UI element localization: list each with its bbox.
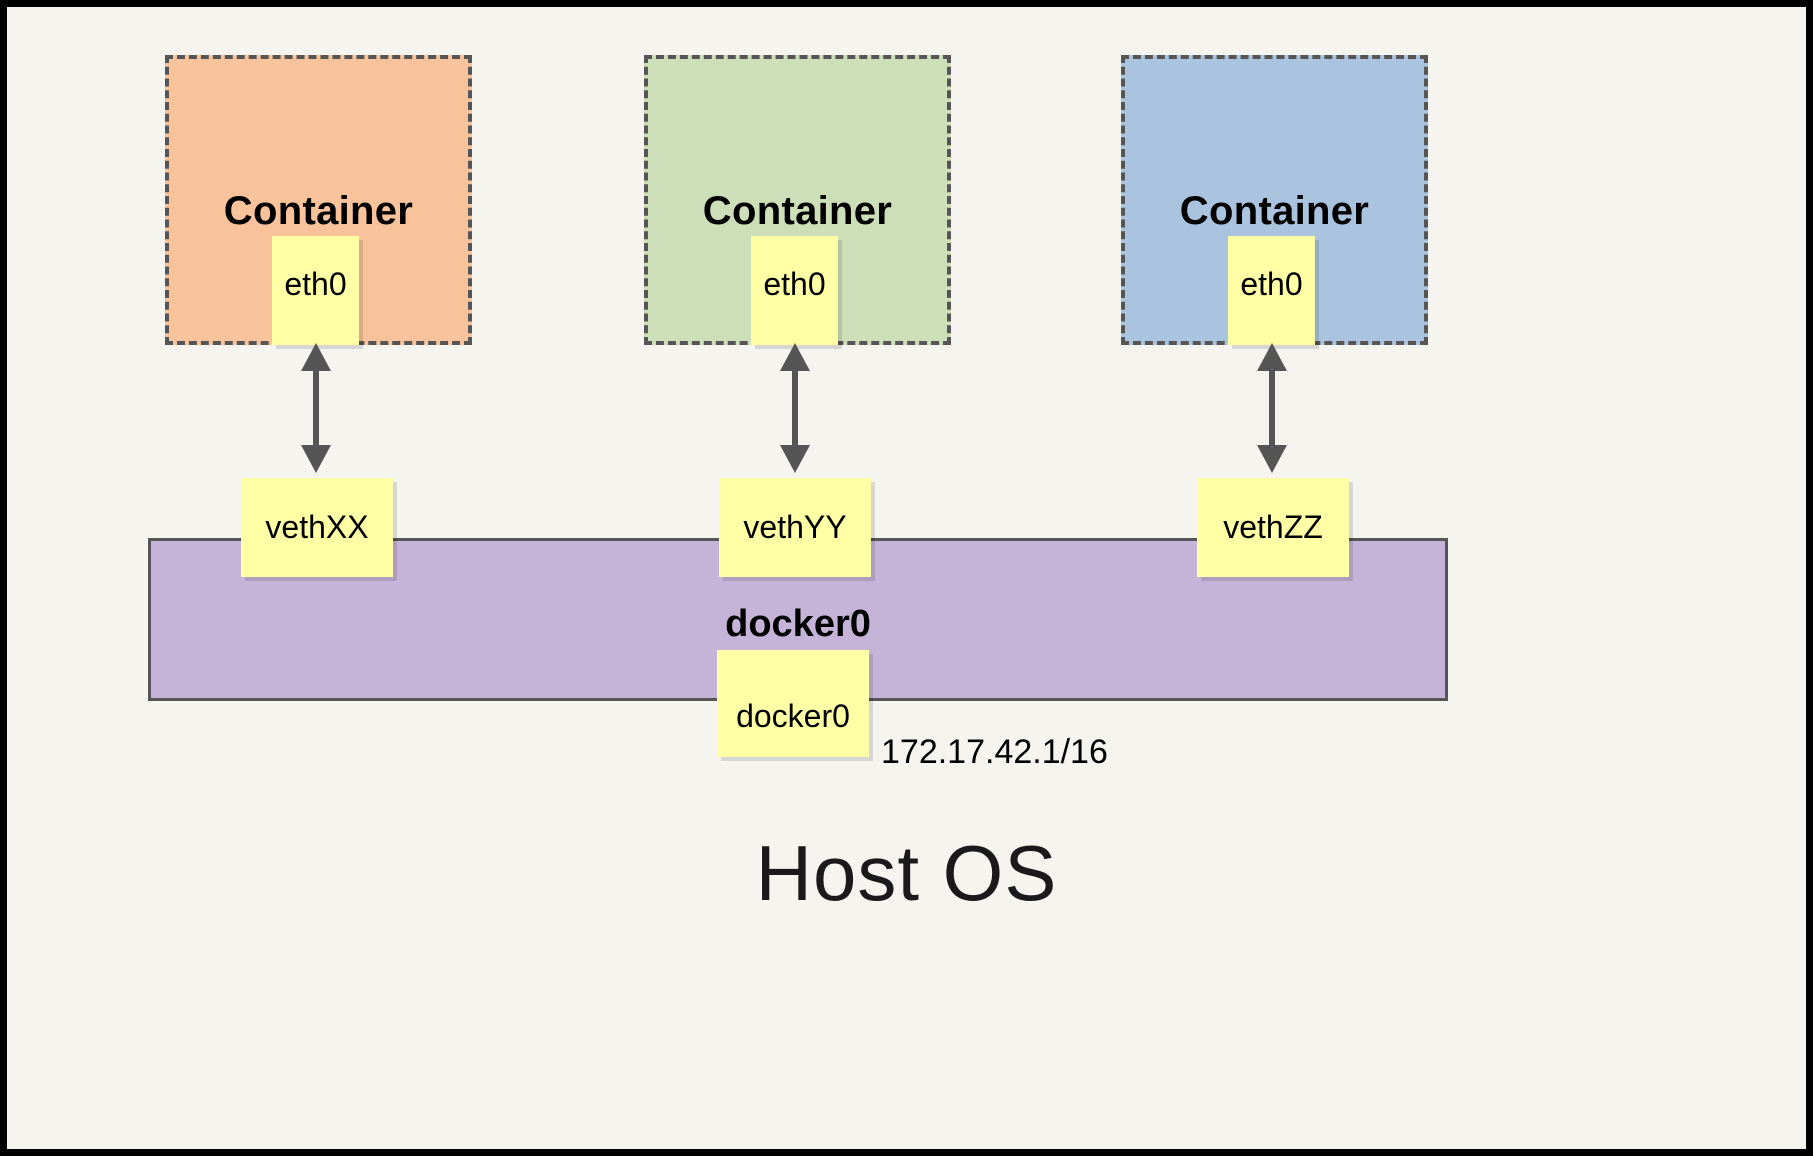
veth-interface-3[interactable]: vethZZ — [1197, 478, 1349, 577]
eth0-interface-1[interactable]: eth0 — [272, 236, 359, 345]
docker0-interface-box[interactable]: docker0 — [717, 650, 869, 757]
veth-interface-1[interactable]: vethXX — [241, 478, 393, 577]
veth-label-2: vethYY — [743, 509, 847, 545]
veth-label-1: vethXX — [265, 509, 369, 545]
docker0-interface-label: docker0 — [736, 698, 850, 734]
eth0-label-2: eth0 — [763, 266, 826, 302]
link-arrow-icon-2 — [780, 343, 810, 473]
veth-label-3: vethZZ — [1223, 509, 1323, 545]
eth0-interface-2[interactable]: eth0 — [751, 236, 838, 345]
container-title-3: Container — [1179, 189, 1370, 233]
container-title-2: Container — [702, 189, 893, 233]
host-os-title: Host OS — [755, 829, 1058, 917]
link-arrow-icon-3 — [1257, 343, 1287, 473]
eth0-label-3: eth0 — [1240, 266, 1303, 302]
eth0-interface-3[interactable]: eth0 — [1228, 236, 1315, 345]
link-arrow-icon-1 — [301, 343, 331, 473]
veth-interface-2[interactable]: vethYY — [719, 478, 871, 577]
container-title-1: Container — [223, 189, 414, 233]
docker0-bridge-label: docker0 — [725, 603, 871, 645]
eth0-label-1: eth0 — [284, 266, 347, 302]
docker0-ip-label: 172.17.42.1/16 — [881, 733, 1108, 771]
